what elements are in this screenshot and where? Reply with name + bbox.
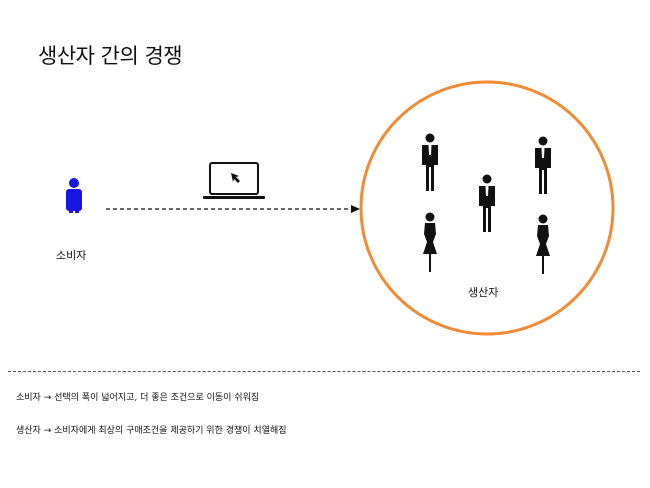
consumer-person-icon	[66, 178, 82, 213]
divider	[8, 371, 640, 372]
consumer-note: 소비자 → 선택의 폭이 넓어지고, 더 좋은 조건으로 이동이 쉬워짐	[16, 393, 260, 403]
producer-circle	[359, 80, 615, 336]
consumer-label: 소비자	[56, 249, 87, 262]
dashed-arrow	[106, 205, 360, 213]
producer-label: 생산자	[468, 286, 499, 299]
businesswoman-icon	[423, 212, 437, 272]
page-title: 생산자 간의 경쟁	[38, 44, 183, 68]
businesswoman-icon	[536, 214, 550, 274]
laptop-icon	[203, 162, 265, 199]
businessman-icon	[535, 136, 551, 194]
businessman-icon	[479, 174, 495, 232]
cursor-icon	[231, 173, 240, 183]
producer-note: 생산자 → 소비자에게 최상의 구매조건을 제공하기 위한 경쟁이 치열해짐	[16, 426, 287, 436]
businessman-icon	[422, 133, 438, 191]
